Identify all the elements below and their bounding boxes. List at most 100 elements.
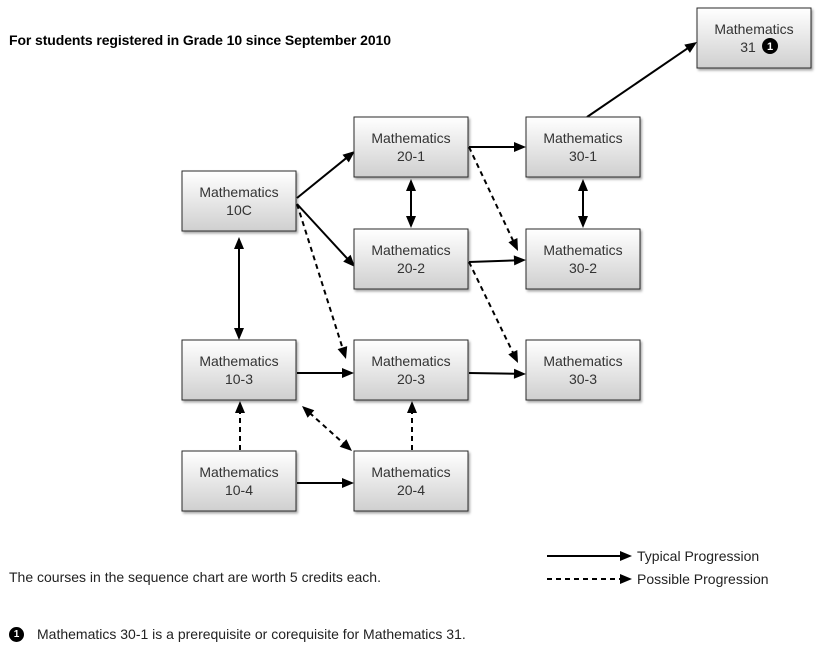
course-box-m20_4: Mathematics 20-4	[353, 450, 469, 512]
arrowhead	[342, 478, 354, 488]
possible-progression-line	[468, 261, 515, 355]
course-box-frame	[353, 228, 469, 290]
course-box-frame	[181, 450, 297, 512]
course-name: Mathematics	[543, 242, 622, 258]
course-box-frame	[525, 228, 641, 290]
course-box-m10_3: Mathematics 10-3	[181, 339, 297, 401]
course-box-m20_1: Mathematics 20-1	[353, 116, 469, 178]
page-heading: For students registered in Grade 10 sinc…	[9, 32, 391, 48]
edge-m30_1-to-m31	[586, 42, 697, 118]
course-name: Mathematics	[543, 353, 622, 369]
possible-progression-line	[308, 411, 346, 446]
arrowhead	[342, 368, 354, 378]
course-box-m20_3: Mathematics 20-3	[353, 339, 469, 401]
arrowhead	[514, 142, 526, 152]
footnote-badge-number: 1	[767, 41, 773, 53]
edge-m20_1-to-m30_2	[468, 146, 518, 251]
course-box-m30_2: Mathematics 30-2	[525, 228, 641, 290]
course-number: 30-3	[569, 371, 597, 387]
course-box-frame	[525, 339, 641, 401]
arrowhead	[407, 401, 417, 413]
course-box-frame	[353, 339, 469, 401]
legend-typical-label: Typical Progression	[637, 548, 760, 564]
typical-progression-line	[468, 259, 517, 263]
arrowhead	[406, 179, 416, 191]
course-name: Mathematics	[371, 130, 450, 146]
edge-m10_4-to-m20_4	[297, 478, 354, 488]
course-box-frame	[525, 116, 641, 178]
arrowhead	[513, 368, 526, 379]
legend-typical-line	[547, 551, 632, 561]
course-number: 10-3	[225, 371, 253, 387]
edge-m10c-to-m20_3	[296, 203, 348, 359]
course-box-m31: Mathematics 31 1	[696, 7, 812, 69]
course-number: 20-1	[397, 148, 425, 164]
course-name: Mathematics	[543, 130, 622, 146]
arrowhead	[302, 406, 315, 418]
legend-possible-line	[547, 574, 632, 584]
footnote-badge-icon	[762, 38, 778, 54]
edge-m20_2-to-m30_3	[468, 261, 518, 363]
edge-m10_4-to-m10_3	[235, 401, 245, 450]
course-name: Mathematics	[371, 353, 450, 369]
arrowhead	[620, 574, 632, 584]
credits-note: The courses in the sequence chart are wo…	[9, 569, 381, 585]
typical-progression-line	[586, 46, 690, 118]
course-name: Mathematics	[714, 21, 793, 37]
footnote-number-badge: 1	[9, 626, 24, 642]
edge-m10_3-to-m20_4	[302, 406, 352, 451]
edge-m20_1-to-m30_1	[469, 142, 526, 152]
footnote: 1 Mathematics 30-1 is a prerequisite or …	[9, 626, 466, 642]
edge-m30_1-to-m30_2	[578, 179, 588, 228]
course-number: 10-4	[225, 482, 253, 498]
course-name: Mathematics	[199, 464, 278, 480]
course-box-frame	[181, 170, 297, 232]
arrowhead	[684, 42, 697, 53]
edge-m10_3-to-m20_3	[297, 368, 354, 378]
arrowhead	[339, 439, 352, 451]
arrowhead	[578, 179, 588, 191]
course-number: 20-2	[397, 260, 425, 276]
arrowhead	[234, 237, 244, 249]
edge-m10c-to-m20_1	[296, 151, 355, 199]
typical-progression-line	[468, 372, 517, 375]
legend-possible-label: Possible Progression	[637, 571, 769, 587]
course-box-frame	[696, 7, 812, 69]
course-number: 30-2	[569, 260, 597, 276]
arrowhead	[343, 254, 355, 267]
course-number: 31	[740, 39, 756, 55]
edge-m10c-to-m20_2	[296, 203, 355, 267]
arrowhead	[337, 346, 348, 359]
course-box-m10c: Mathematics 10C	[181, 170, 297, 232]
course-box-m10_4: Mathematics 10-4	[181, 450, 297, 512]
course-box-frame	[353, 116, 469, 178]
edge-m20_4-to-m20_3	[407, 401, 417, 450]
footnote-text: Mathematics 30-1 is a prerequisite or co…	[37, 626, 466, 642]
edges-layer	[234, 42, 697, 488]
course-name: Mathematics	[199, 353, 278, 369]
course-name: Mathematics	[371, 464, 450, 480]
course-name: Mathematics	[371, 242, 450, 258]
edge-m10c-to-m10_3	[234, 237, 244, 340]
typical-progression-line	[296, 203, 349, 261]
possible-progression-line	[296, 203, 344, 350]
arrowhead	[513, 255, 526, 266]
course-number: 20-3	[397, 371, 425, 387]
possible-progression-line	[468, 146, 515, 243]
course-number: 20-4	[397, 482, 425, 498]
edge-m20_3-to-m30_3	[468, 368, 526, 379]
legend-lines	[547, 551, 632, 584]
course-box-frame	[353, 450, 469, 512]
course-name: Mathematics	[199, 184, 278, 200]
arrowhead	[342, 151, 355, 163]
typical-progression-line	[296, 156, 348, 199]
arrowhead	[406, 216, 416, 228]
course-number: 10C	[226, 202, 252, 218]
course-box-frame	[181, 339, 297, 401]
edge-m20_2-to-m30_2	[468, 255, 526, 266]
edge-m20_1-to-m20_2	[406, 179, 416, 228]
arrowhead	[234, 328, 244, 340]
